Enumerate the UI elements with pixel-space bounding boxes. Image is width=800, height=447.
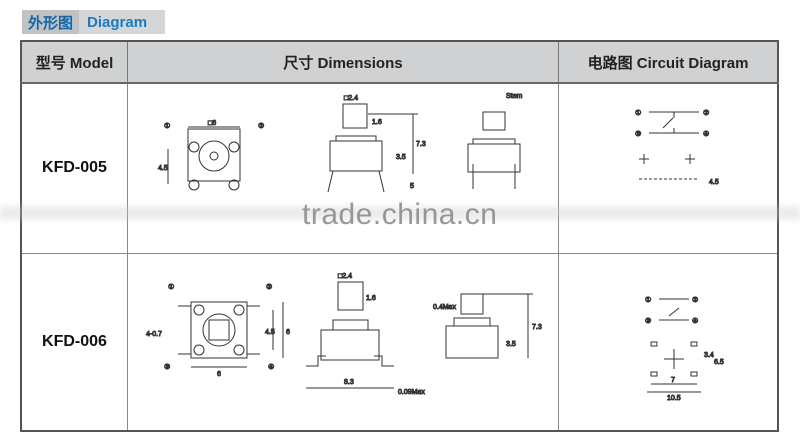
pin-label: ④ bbox=[692, 317, 698, 325]
dim-label: 3.4 bbox=[704, 352, 714, 359]
pin-label: ① bbox=[645, 296, 651, 304]
pin-label: ③ bbox=[635, 130, 641, 138]
pin-label: ④ bbox=[703, 130, 709, 138]
dim-label: 1.6 bbox=[372, 119, 382, 126]
model-name: KFD-006 bbox=[20, 252, 128, 431]
watermark: trade.china.cn bbox=[302, 198, 498, 231]
pin-label: ③ bbox=[164, 363, 170, 371]
section-tab: 外形图 Diagram bbox=[22, 10, 165, 34]
circuit-diagram: ① ② ③ ④ 4.5 bbox=[558, 82, 779, 254]
dimension-drawing: ① ② ③ ④ 4-0.7 4.5 6 6 □2.4 1.6 8.3 0.09M… bbox=[127, 252, 559, 431]
pin-label: ② bbox=[266, 283, 272, 291]
watermark-band bbox=[0, 206, 800, 220]
dim-label: 10.5 bbox=[667, 395, 681, 402]
dim-label: □6 bbox=[208, 120, 216, 127]
dim-label: 3.5 bbox=[396, 154, 406, 161]
header-model: 型号 Model bbox=[20, 40, 128, 84]
pin-label: ② bbox=[258, 122, 264, 130]
pin-label: ① bbox=[164, 122, 170, 130]
dim-label: Stem bbox=[506, 93, 523, 100]
dimension-drawing: □6 4.5 ① ② □2.4 1.6 7.3 3.5 5 Stem bbox=[127, 82, 559, 254]
dim-label: 6 bbox=[286, 329, 290, 336]
pin-label: ④ bbox=[268, 363, 274, 371]
pin-label: ③ bbox=[645, 317, 651, 325]
dim-label: □2.4 bbox=[338, 273, 352, 280]
table-header: 型号 Model 尺寸 Dimensions 电路图 Circuit Diagr… bbox=[20, 40, 779, 84]
dim-label: 0.4Max bbox=[433, 304, 456, 311]
pin-label: ② bbox=[692, 296, 698, 304]
dim-label: 8.3 bbox=[344, 379, 354, 386]
circuit-diagram: ① ② ③ ④ 3.4 6.5 7 10.5 bbox=[558, 252, 779, 431]
dim-label: 1.6 bbox=[366, 295, 376, 302]
diagram-table: 型号 Model 尺寸 Dimensions 电路图 Circuit Diagr… bbox=[20, 40, 779, 432]
dim-label: 6 bbox=[217, 371, 221, 378]
table-row: KFD-005 □6 4.5 ① ② □2.4 1.6 7.3 3.5 5 St… bbox=[20, 82, 779, 254]
pin-label: ① bbox=[635, 109, 641, 117]
dim-label: 7.3 bbox=[416, 141, 426, 148]
dim-label: 7 bbox=[671, 377, 675, 384]
section-tab-en: Diagram bbox=[87, 13, 148, 31]
dim-label: 4-0.7 bbox=[146, 331, 162, 338]
dim-label: 4.5 bbox=[158, 165, 168, 172]
pin-label: ① bbox=[168, 283, 174, 291]
dim-label: 4.5 bbox=[709, 179, 719, 186]
dim-label: 3.5 bbox=[506, 341, 516, 348]
dimension-drawing-kfd-006: ① ② ③ ④ 4-0.7 4.5 6 6 □2.4 1.6 8.3 0.09M… bbox=[146, 272, 543, 396]
dim-label: □2.4 bbox=[344, 95, 358, 102]
pin-label: ② bbox=[703, 109, 709, 117]
model-name: KFD-005 bbox=[20, 82, 128, 254]
dim-label: 0.09Max bbox=[398, 389, 425, 396]
table-row: KFD-006 ① ② ③ ④ 4-0.7 4.5 6 6 □2.4 1.6 8… bbox=[20, 252, 779, 431]
dim-label: 5 bbox=[410, 183, 414, 190]
header-circuit: 电路图 Circuit Diagram bbox=[558, 40, 779, 84]
dim-label: 7.3 bbox=[532, 324, 542, 331]
dim-label: 6.5 bbox=[714, 359, 724, 366]
section-tab-cn: 外形图 bbox=[22, 10, 80, 34]
circuit-diagram-kfd-006: ① ② ③ ④ 3.4 6.5 7 10.5 bbox=[645, 295, 725, 402]
dim-label: 4.5 bbox=[265, 329, 275, 336]
header-dimensions: 尺寸 Dimensions bbox=[127, 40, 559, 84]
circuit-diagram-kfd-005: ① ② ③ ④ 4.5 bbox=[635, 109, 720, 187]
dimension-drawing-kfd-005: □6 4.5 ① ② □2.4 1.6 7.3 3.5 5 Stem bbox=[158, 93, 523, 193]
